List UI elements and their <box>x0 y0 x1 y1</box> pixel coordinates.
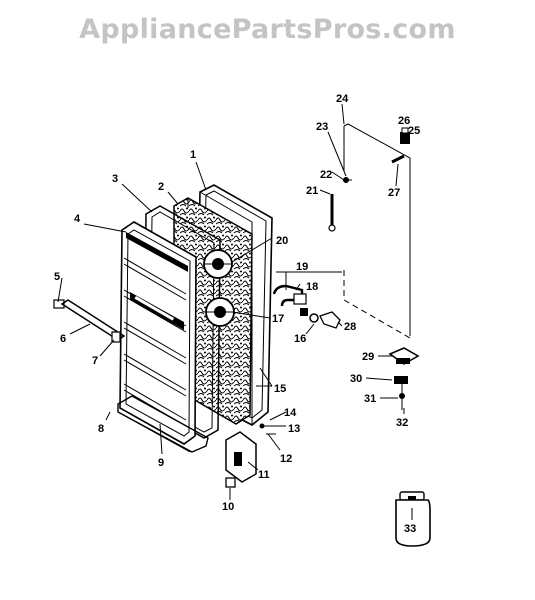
callout-20: 20 <box>276 235 288 247</box>
callout-13: 13 <box>288 423 300 435</box>
callout-7: 7 <box>92 355 98 367</box>
callout-22: 22 <box>320 169 332 181</box>
handle-assembly <box>272 284 308 316</box>
callout-29: 29 <box>362 351 374 363</box>
hinge-nut <box>225 477 236 488</box>
handle-spring-cap <box>309 311 341 329</box>
callout-26: 26 <box>398 115 410 127</box>
callout-6: 6 <box>60 333 66 345</box>
callout-10: 10 <box>222 501 234 513</box>
top-hinge-cap <box>400 127 410 144</box>
callout-14: 14 <box>284 407 297 419</box>
callout-27: 27 <box>388 187 400 199</box>
callout-32: 32 <box>396 417 408 429</box>
callout-8: 8 <box>98 423 104 435</box>
callout-25: 25 <box>408 125 420 137</box>
callout-3: 3 <box>112 173 118 185</box>
touch-up-paint-bottle <box>395 491 431 547</box>
callout-24: 24 <box>336 93 349 105</box>
callout-31: 31 <box>364 393 376 405</box>
watermark: AppliancePartsPros.com <box>79 14 456 45</box>
callout-33: 33 <box>404 523 416 535</box>
callout-2: 2 <box>158 181 164 193</box>
callout-9: 9 <box>158 457 164 469</box>
callout-17: 17 <box>272 313 284 325</box>
callout-21: 21 <box>306 185 318 197</box>
callout-12: 12 <box>280 453 292 465</box>
cabinet-outline <box>343 123 411 339</box>
callout-18: 18 <box>306 281 318 293</box>
callout-16: 16 <box>294 333 306 345</box>
cabinet-pin <box>391 154 405 164</box>
bottom-screws <box>259 423 276 435</box>
callout-labels: 1 2 3 4 5 6 7 8 9 10 11 12 13 14 15 16 1… <box>54 93 420 535</box>
bottom-hinge-bracket <box>225 431 257 483</box>
callout-1: 1 <box>190 149 196 161</box>
lower-cabinet-hinge <box>388 347 420 410</box>
callout-11: 11 <box>258 469 270 481</box>
callout-28: 28 <box>344 321 356 333</box>
callout-30: 30 <box>350 373 362 385</box>
upper-hinge-pin <box>328 177 352 232</box>
leader-lines <box>57 103 413 520</box>
callout-23: 23 <box>316 121 328 133</box>
door-seal-clip-lower <box>205 297 235 327</box>
shelf-retainer-bar <box>53 299 126 343</box>
door-liner-shelves <box>119 221 197 445</box>
callout-5: 5 <box>54 271 60 283</box>
callout-4: 4 <box>74 213 81 225</box>
callout-19: 19 <box>296 261 308 273</box>
callout-15: 15 <box>274 383 286 395</box>
bottom-kick-plate <box>117 395 209 453</box>
door-seal-clip-upper <box>203 249 233 279</box>
